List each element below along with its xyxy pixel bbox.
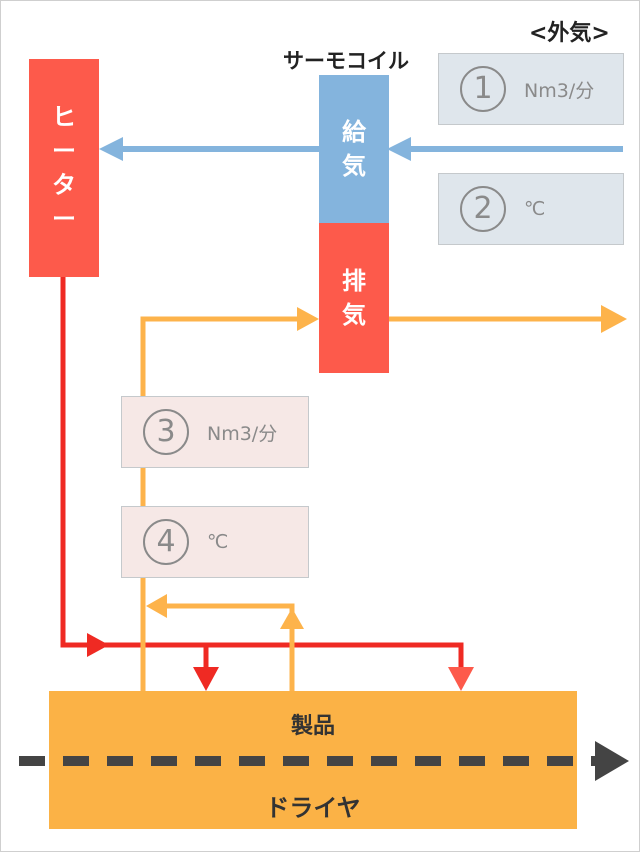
gauge-4-unit: ℃ — [207, 531, 229, 553]
exhaust-char-2: 気 — [342, 301, 366, 329]
thermo-coil-supply: 給 気 — [319, 75, 389, 223]
gauge-3-flow: 3 Nm3/分 — [121, 396, 309, 468]
heater-char-3: タ — [52, 171, 76, 199]
fresh-air-arrow-in — [387, 137, 411, 161]
gauge-2-unit: ℃ — [524, 198, 546, 220]
heater-char-4: ー — [52, 205, 76, 233]
recirculation-line — [163, 603, 295, 691]
gauge-2-temperature: 2 ℃ — [438, 173, 624, 245]
gauge-4-temperature: 4 ℃ — [121, 506, 309, 578]
heater-box: ヒ ー タ ー — [29, 59, 99, 277]
supply-char-2: 気 — [342, 152, 366, 180]
exhaust-air-arrow-to-coil — [297, 307, 319, 331]
thermo-coil-exhaust: 排 気 — [319, 223, 389, 373]
hot-air-arrow-right — [87, 633, 109, 657]
recirculation-arrow-up — [280, 608, 304, 629]
dryer-box — [49, 691, 577, 829]
gauge-4-number: 4 — [143, 519, 189, 565]
heater-char-1: ヒ — [52, 103, 76, 131]
gauge-1-flow: 1 Nm3/分 — [438, 53, 624, 125]
conveyor-arrow — [595, 741, 629, 781]
gauge-1-number: 1 — [460, 66, 506, 112]
recirculation-arrow-left — [146, 594, 167, 618]
hot-air-arrow-down-2 — [448, 667, 474, 691]
gauge-3-unit: Nm3/分 — [207, 422, 278, 445]
heater-char-2: ー — [52, 137, 76, 165]
product-label: 製品 — [290, 714, 335, 739]
hot-air-line — [60, 277, 464, 669]
outside-air-label: <外気> — [529, 21, 610, 46]
dryer-label: ドライヤ — [265, 794, 361, 822]
exhaust-air-arrow-out — [601, 305, 627, 333]
exhaust-char-1: 排 — [342, 267, 366, 295]
gauge-1-unit: Nm3/分 — [524, 79, 595, 102]
thermo-coil-label: サーモコイル — [283, 49, 409, 73]
fresh-air-arrow-to-heater — [99, 137, 123, 161]
hot-air-arrow-down-1 — [193, 667, 219, 691]
gauge-2-number: 2 — [460, 186, 506, 232]
supply-char-1: 給 — [342, 118, 366, 146]
gauge-3-number: 3 — [143, 409, 189, 455]
